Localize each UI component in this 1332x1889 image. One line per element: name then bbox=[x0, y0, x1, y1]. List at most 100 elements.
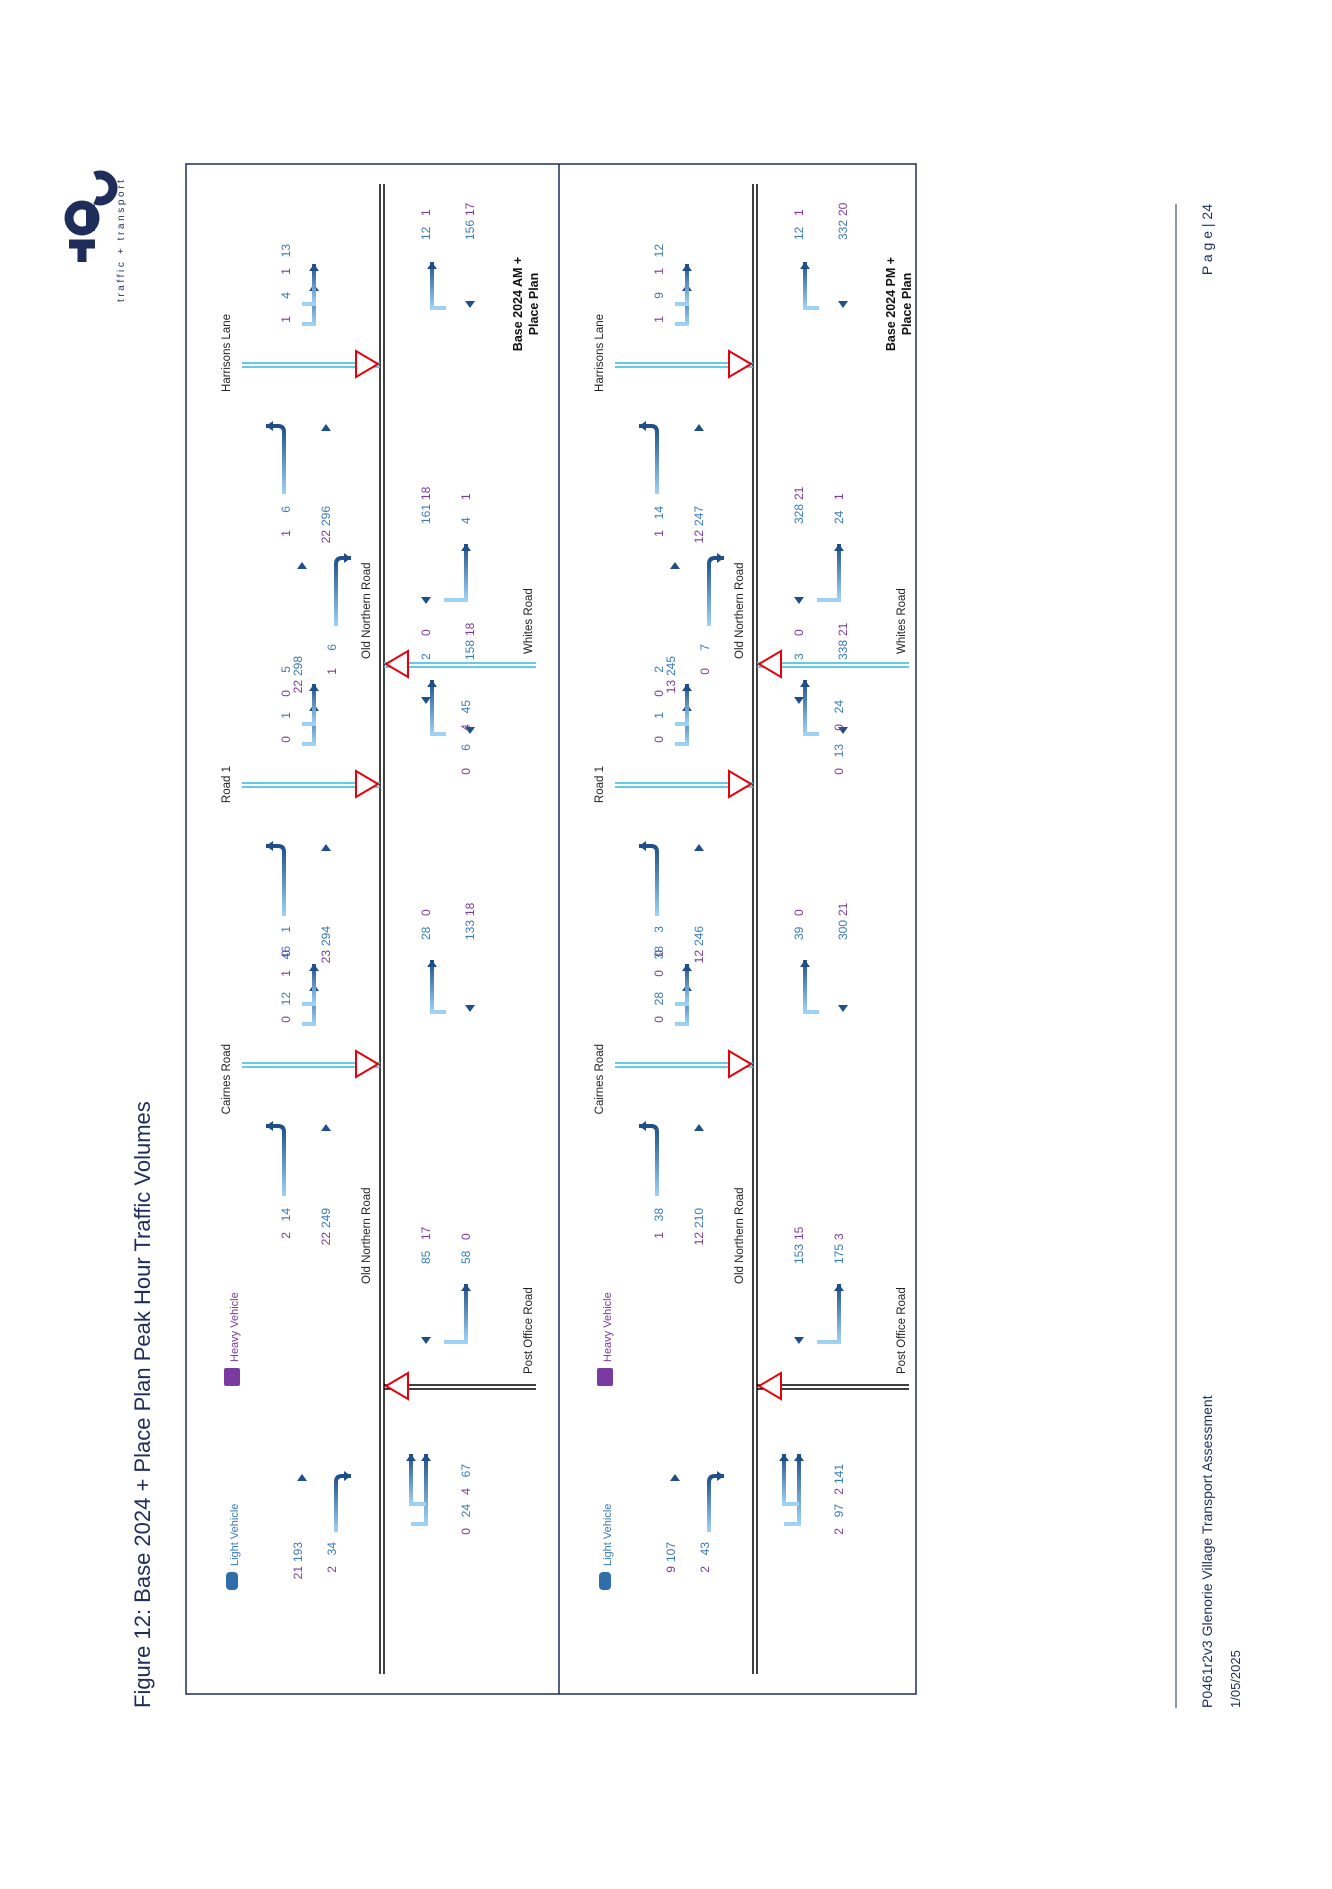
arrow-head bbox=[694, 424, 704, 431]
r1-nr-heavy: 0 bbox=[652, 950, 666, 957]
arrow-head bbox=[717, 1471, 724, 1481]
po-ml-heavy: 2 bbox=[832, 1528, 846, 1535]
ca-mr-heavy: 0 bbox=[652, 970, 666, 977]
po-minor-right bbox=[409, 1454, 426, 1506]
ca-south-left bbox=[803, 960, 819, 1014]
arrow-head bbox=[717, 553, 724, 563]
ca-st-heavy: 21 bbox=[836, 902, 850, 916]
arrow-head bbox=[639, 1121, 646, 1131]
give-way-sign bbox=[355, 769, 380, 799]
r1-nr-heavy: 0 bbox=[279, 950, 293, 957]
arrow-head bbox=[682, 684, 692, 691]
po-minor-left bbox=[411, 1454, 428, 1526]
ca-right-arrow bbox=[266, 1124, 286, 1196]
arrow-head bbox=[461, 544, 471, 551]
arrow-head bbox=[670, 562, 680, 569]
wh-nl-light: 6 bbox=[325, 644, 339, 651]
wh-nt-heavy: 22 bbox=[291, 680, 305, 694]
give-way-sign bbox=[728, 769, 753, 799]
ha-south-left bbox=[430, 262, 446, 310]
wh-nl-heavy: 1 bbox=[325, 668, 339, 675]
scenario-label-2: Place Plan bbox=[900, 273, 914, 336]
page-number: P a g e | 24 bbox=[1199, 204, 1215, 275]
wh-left-arrow bbox=[707, 556, 724, 626]
po-nt-light: 107 bbox=[664, 1542, 678, 1562]
ha-right-arrow bbox=[639, 424, 659, 494]
wh-sr-heavy: 1 bbox=[459, 493, 473, 500]
wh-mr-heavy: 4 bbox=[459, 724, 473, 731]
footer-document: P0461r2v3 Glenorie Village Transport Ass… bbox=[1199, 1395, 1215, 1708]
wh-st-heavy: 21 bbox=[792, 486, 806, 500]
wh-south-right bbox=[444, 544, 468, 602]
arrow-head bbox=[465, 727, 475, 734]
r1-sl-heavy: 0 bbox=[792, 629, 806, 636]
r1-st-light: 158 bbox=[463, 640, 477, 660]
arrow-head bbox=[297, 1474, 307, 1481]
light-vehicle-icon bbox=[226, 1572, 238, 1590]
arrow-head bbox=[800, 960, 810, 967]
ha-nr-light: 14 bbox=[652, 506, 666, 520]
r1-minor-right bbox=[675, 684, 689, 726]
ca-mr-light: 46 bbox=[279, 946, 293, 960]
give-way-sign bbox=[384, 1371, 409, 1401]
ha-ml-heavy: 1 bbox=[279, 316, 293, 323]
r1-mr-heavy: 0 bbox=[652, 690, 666, 697]
ha-nr-light: 6 bbox=[279, 506, 293, 513]
arrow-head bbox=[794, 1454, 804, 1461]
arrow-head bbox=[838, 727, 848, 734]
arrow-head bbox=[838, 1005, 848, 1012]
wh-sr-light: 4 bbox=[459, 517, 473, 524]
wh-st-heavy: 18 bbox=[419, 486, 433, 500]
r1-nr-light: 1 bbox=[279, 926, 293, 933]
give-way-sign bbox=[757, 1371, 782, 1401]
wh-nt-light: 245 bbox=[664, 656, 678, 676]
arrow-head bbox=[266, 421, 273, 431]
po-nl-heavy: 2 bbox=[698, 1566, 712, 1573]
wh-nl-heavy: 0 bbox=[698, 668, 712, 675]
arrow-head bbox=[297, 562, 307, 569]
ca-sl-light: 39 bbox=[792, 926, 806, 940]
ca-sl-light: 28 bbox=[419, 926, 433, 940]
ca-ml-heavy: 0 bbox=[279, 1016, 293, 1023]
po-mr-light: 67 bbox=[459, 1464, 473, 1478]
ca-nt-heavy: 22 bbox=[319, 1232, 333, 1246]
po-nt-light: 193 bbox=[291, 1542, 305, 1562]
arrow-head bbox=[694, 844, 704, 851]
ca-st-light: 133 bbox=[463, 920, 477, 940]
r1-ml-light: 1 bbox=[279, 712, 293, 719]
legend-light-label: Light Vehicle bbox=[229, 1504, 241, 1566]
arrow-head bbox=[344, 1471, 351, 1481]
r1-nt-light: 246 bbox=[692, 926, 706, 946]
main-road-label: Old Northern Road bbox=[361, 1187, 373, 1284]
legend-heavy-label: Heavy Vehicle bbox=[229, 1292, 241, 1362]
r1-minor-right bbox=[302, 684, 316, 726]
arrow-head bbox=[639, 421, 646, 431]
ha-mr-light: 13 bbox=[279, 244, 293, 258]
arrow-head bbox=[427, 960, 437, 967]
ca-st-light: 300 bbox=[836, 920, 850, 940]
arrow-head bbox=[309, 964, 319, 971]
ha-sl-heavy: 1 bbox=[419, 209, 433, 216]
r1-nt-light: 294 bbox=[319, 926, 333, 946]
ha-nr-heavy: 1 bbox=[279, 530, 293, 537]
ha-south-left bbox=[803, 262, 819, 310]
ca-ml-light: 12 bbox=[279, 992, 293, 1006]
ca-sl-heavy: 0 bbox=[419, 909, 433, 916]
wh-mr-heavy: 0 bbox=[832, 724, 846, 731]
arrow-head bbox=[639, 841, 646, 851]
ha-right-arrow bbox=[266, 424, 286, 494]
arrow-head bbox=[406, 1454, 416, 1461]
whites-road-label: Whites Road bbox=[523, 588, 535, 654]
ca-nr-light: 38 bbox=[652, 1208, 666, 1222]
r1-south-left bbox=[803, 680, 819, 736]
give-way-sign bbox=[355, 349, 380, 379]
arrow-head bbox=[309, 684, 319, 691]
arrow-head bbox=[266, 841, 273, 851]
road1-label: Road 1 bbox=[594, 766, 606, 803]
arrow-head bbox=[321, 424, 331, 431]
ha-ml-light: 9 bbox=[652, 292, 666, 299]
r1-ml-heavy: 0 bbox=[279, 736, 293, 743]
main-road-label: Old Northern Road bbox=[734, 1187, 746, 1284]
